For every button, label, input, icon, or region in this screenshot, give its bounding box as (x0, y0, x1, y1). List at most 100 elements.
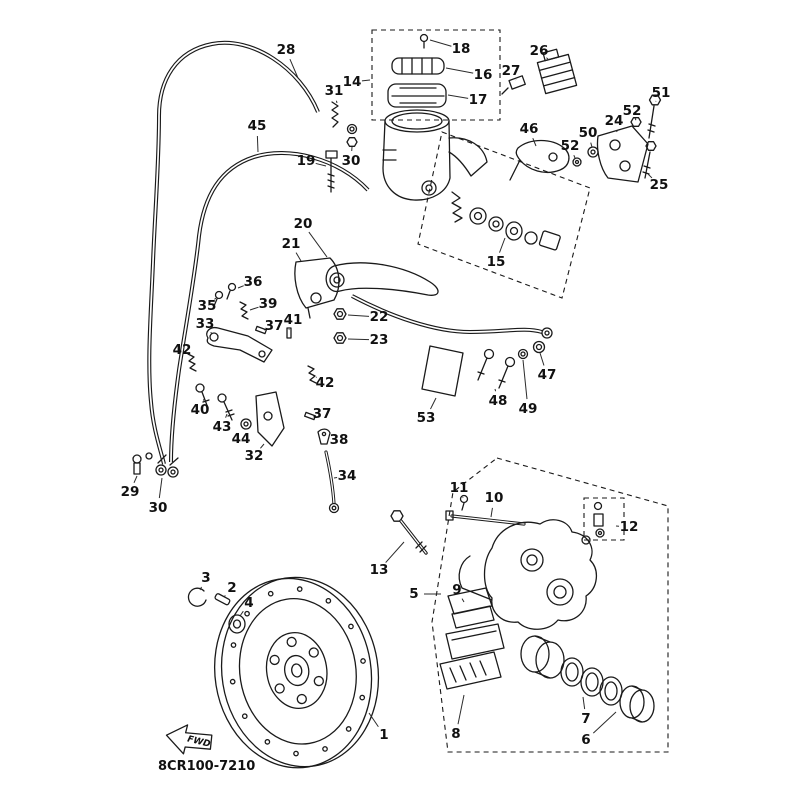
part-label-42: 42 (173, 342, 192, 358)
caliper-bolt-13 (390, 510, 428, 555)
brake-pads-8 (439, 623, 505, 690)
leader-line-33 (210, 331, 213, 335)
disc-vent-hole (241, 713, 248, 720)
part-label-23: 23 (370, 332, 389, 348)
part-label-27: 27 (502, 63, 521, 79)
pad-pin-clip-11 (459, 494, 469, 511)
cable-clamps (132, 452, 179, 478)
leader-line-13 (385, 541, 405, 563)
leader-line-19 (315, 162, 327, 167)
part-label-31: 31 (325, 83, 344, 99)
part-label-7: 7 (581, 711, 590, 727)
part-label-1: 1 (379, 727, 388, 743)
disc-vent-hole (229, 678, 236, 685)
adjuster-washer (346, 123, 358, 135)
linkage-cluster (187, 282, 331, 447)
leader-line-48 (494, 388, 497, 392)
part-label-20: 20 (294, 216, 313, 232)
leader-line-49 (522, 359, 528, 400)
part-label-36: 36 (244, 274, 263, 290)
part-label-32: 32 (245, 448, 264, 464)
master-cylinder-body (382, 109, 488, 201)
part-label-28: 28 (277, 42, 296, 58)
brake-disc (213, 576, 380, 769)
disc-bolt-hole (296, 693, 307, 705)
leader-line-14 (361, 79, 371, 82)
part-label-44: 44 (232, 431, 251, 447)
disc-vent-hole (244, 610, 250, 617)
leader-line-6 (592, 711, 617, 734)
part-label-11: 11 (450, 480, 469, 496)
washer-49 (517, 348, 529, 360)
part-label-43: 43 (213, 419, 232, 435)
adjuster-bolt (325, 150, 338, 193)
part-label-17: 17 (469, 92, 488, 108)
leader-line-52 (573, 155, 576, 159)
part-label-13: 13 (370, 562, 389, 578)
caliper-assembly-boundary (431, 457, 669, 753)
part-label-38: 38 (330, 432, 349, 448)
leader-line-45 (256, 135, 259, 153)
bolt-25 (642, 141, 657, 179)
brake-rod (324, 450, 340, 514)
disc-bolt-hole (308, 647, 319, 658)
leader-line-31 (335, 100, 338, 104)
nut-52 (630, 117, 642, 127)
leader-line-29 (133, 475, 138, 484)
disc-vent-hole (322, 746, 328, 752)
reservoir-diaphragm-plate (391, 57, 445, 75)
part-label-2: 2 (227, 580, 236, 596)
leader-line-53 (430, 397, 437, 410)
pad-shims-9 (447, 587, 495, 629)
nut-23 (333, 332, 347, 344)
part-label-25: 25 (650, 177, 669, 193)
part-label-35: 35 (198, 298, 217, 314)
part-label-12: 12 (620, 519, 639, 535)
part-label-50: 50 (579, 125, 598, 141)
part-label-41: 41 (284, 312, 303, 328)
part-label-3: 3 (201, 570, 210, 586)
disc-bolt-hole (313, 675, 324, 687)
master-cylinder-piston-kit (451, 191, 561, 251)
part-label-4: 4 (244, 595, 253, 611)
brake-lever (325, 262, 439, 296)
leader-line-3 (199, 586, 202, 591)
leader-line-18 (429, 39, 452, 47)
disc-vent-hole (264, 739, 271, 745)
leader-line-20 (308, 231, 328, 258)
leader-line-36 (237, 285, 244, 289)
bolt-51 (647, 94, 662, 139)
leader-line-17 (447, 94, 469, 99)
disc-vent-hole (360, 658, 366, 664)
leader-line-40 (202, 398, 205, 401)
part-label-49: 49 (519, 401, 538, 417)
master-cylinder-kit-boundary (417, 131, 591, 299)
leader-line-4 (239, 610, 244, 617)
part-label-14: 14 (343, 74, 362, 90)
part-label-30: 30 (342, 153, 361, 169)
bolts-48 (477, 348, 516, 389)
leader-line-52 (634, 117, 637, 121)
part-label-52: 52 (561, 138, 580, 154)
rear-brake-cable (350, 294, 553, 339)
part-label-33: 33 (196, 316, 215, 332)
part-label-29: 29 (121, 484, 140, 500)
reservoir-cap (387, 83, 447, 108)
part-label-51: 51 (652, 85, 671, 101)
leader-line-50 (590, 142, 593, 148)
caliper-body (458, 519, 597, 630)
lever-perch (294, 257, 340, 319)
disc-vent-hole (293, 750, 299, 757)
leader-line-10 (490, 507, 493, 518)
part-label-8: 8 (451, 726, 460, 742)
leader-line-9 (461, 598, 465, 603)
disc-vent-hole (267, 590, 274, 597)
leader-line-7 (582, 696, 586, 710)
disc-bolt-hole (286, 636, 297, 648)
disc-holes (229, 586, 366, 757)
leader-line-43 (225, 413, 228, 418)
leader-line-15 (499, 237, 506, 253)
washer-50 (587, 146, 599, 158)
